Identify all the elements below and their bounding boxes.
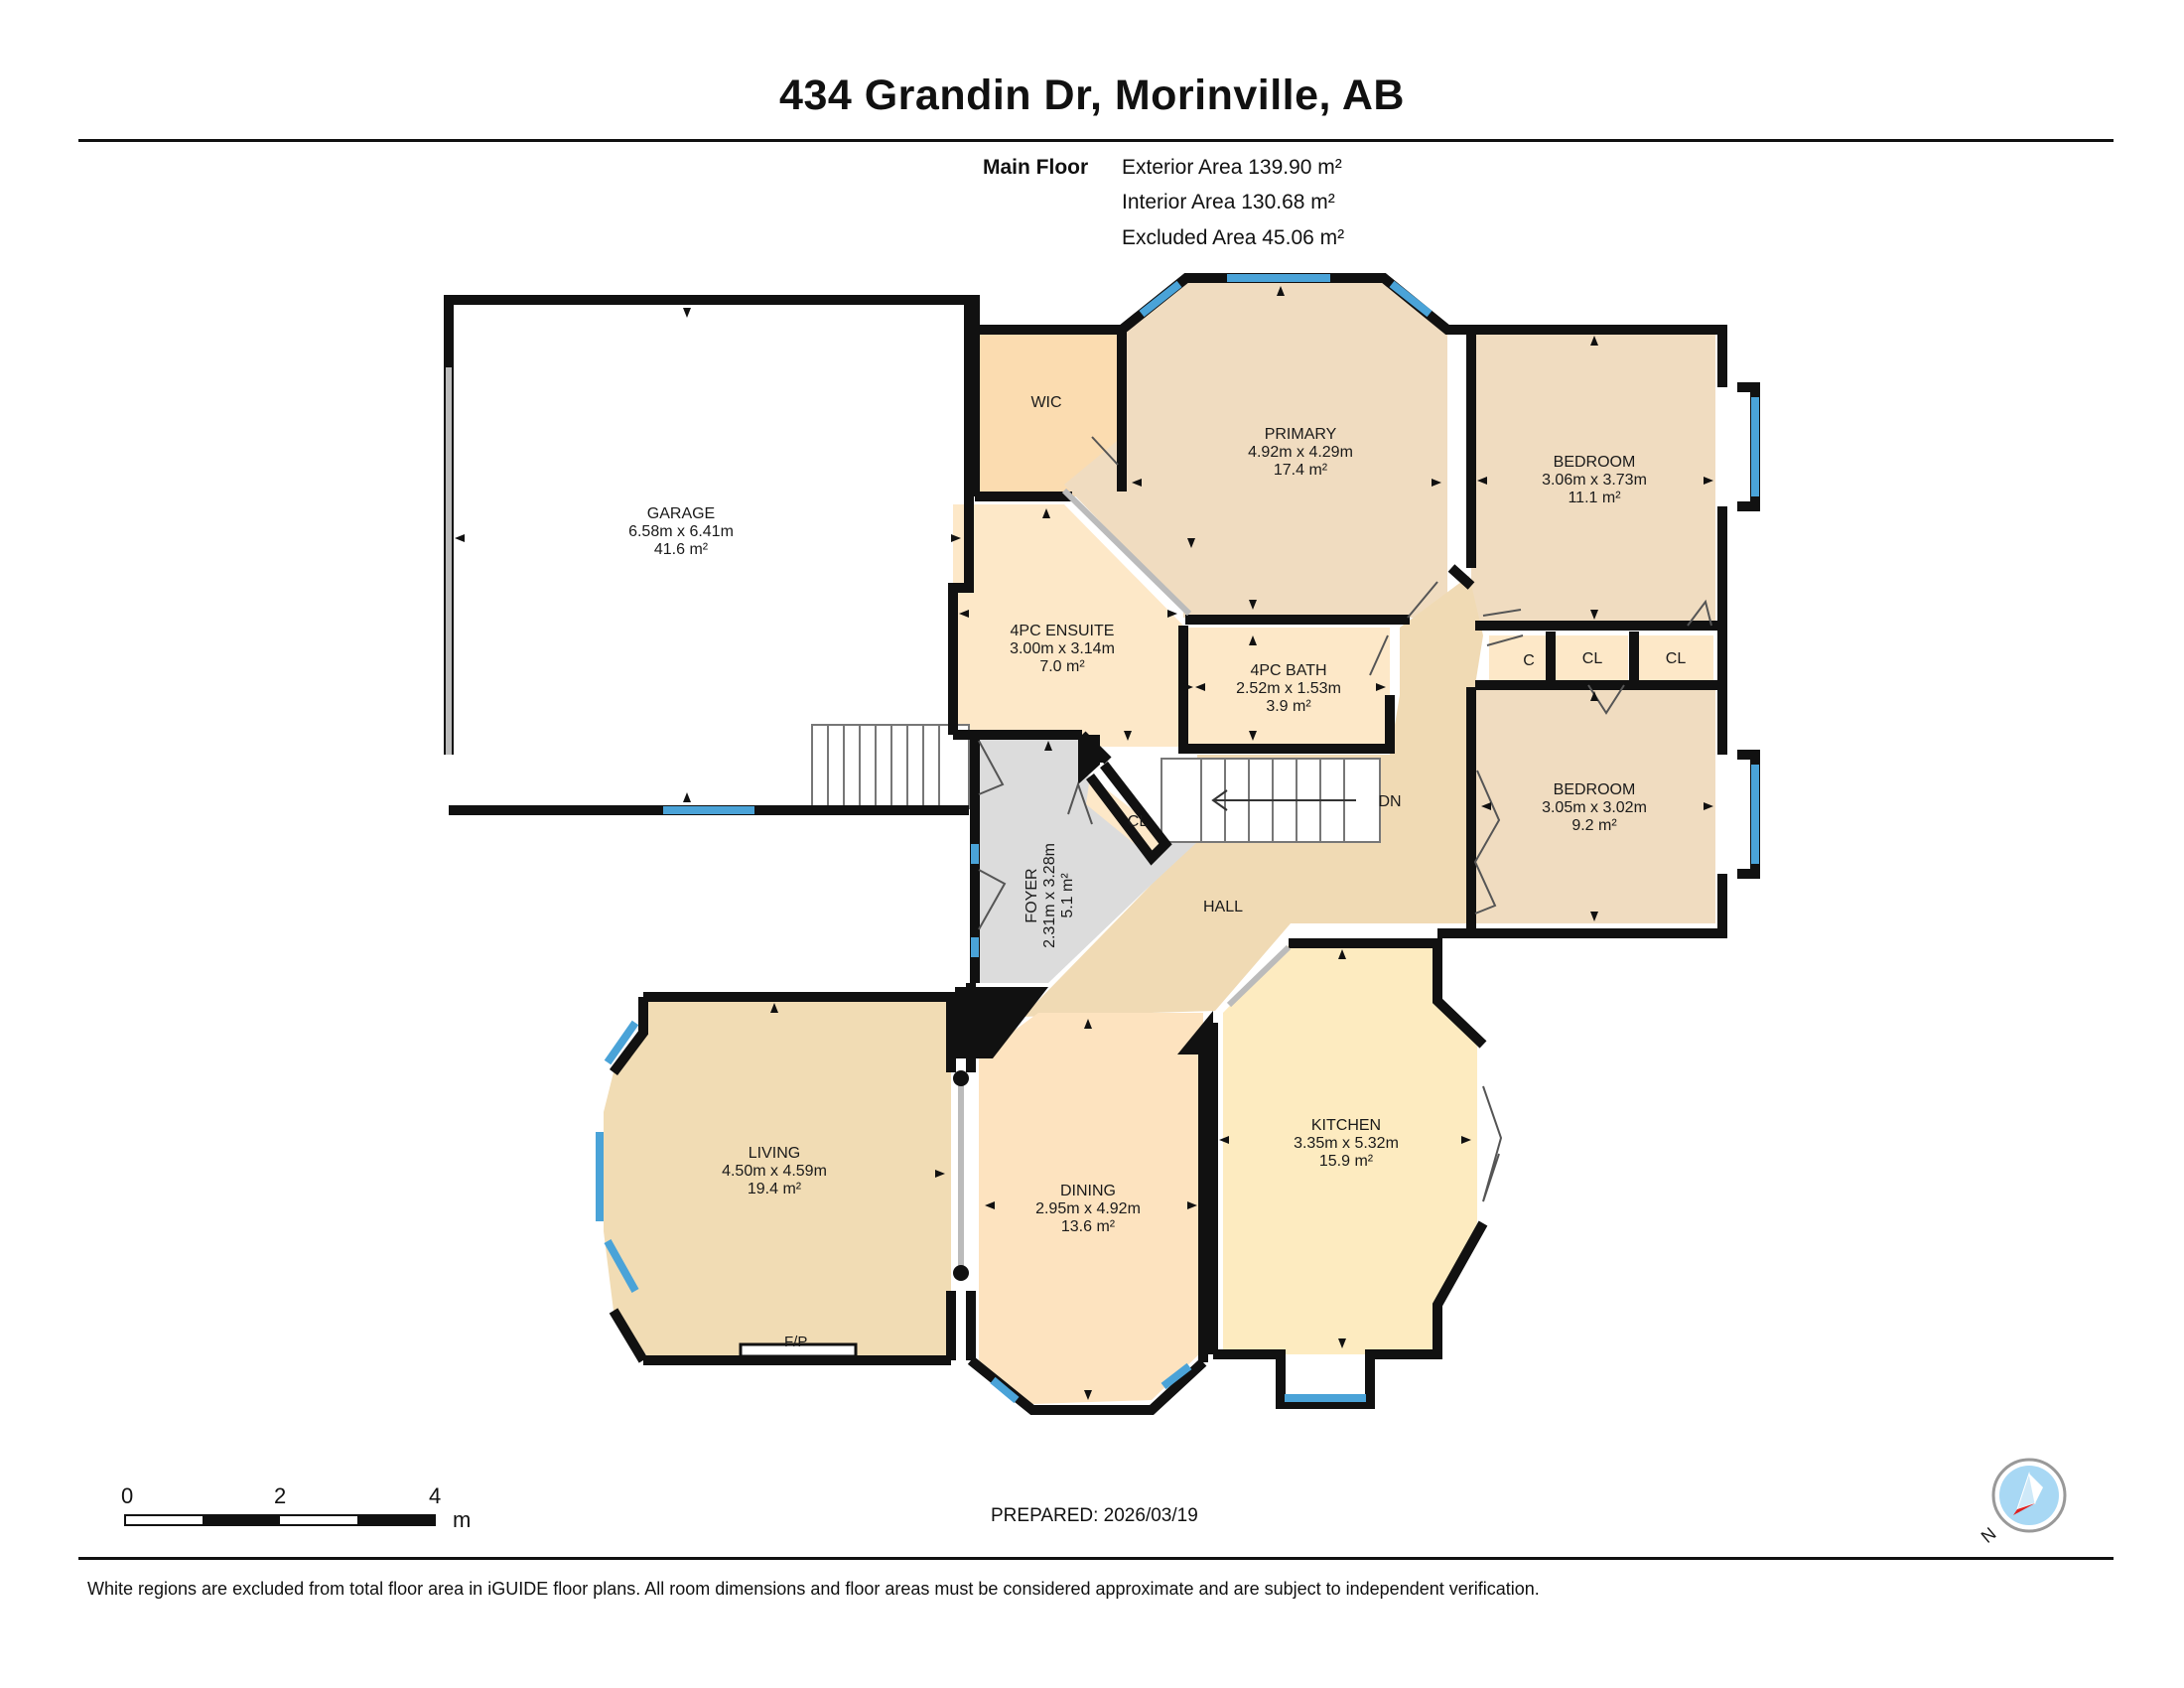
windows xyxy=(596,274,1759,1404)
ensuite-name: 4PC ENSUITE xyxy=(1011,623,1115,639)
dimension-markers xyxy=(455,286,1713,1400)
exterior-area: Exterior Area 139.90 m² xyxy=(1122,156,1342,179)
kitchen-area xyxy=(1223,943,1477,1354)
foyer-area: 5.1 m² xyxy=(1059,873,1076,918)
disclaimer: White regions are excluded from total fl… xyxy=(87,1579,1540,1599)
bedroom1-name: BEDROOM xyxy=(1554,454,1636,471)
prepared-date: PREPARED: 2026/03/19 xyxy=(991,1505,1198,1526)
ensuite-dims: 3.00m x 3.14m xyxy=(1010,640,1115,657)
title-rule xyxy=(78,139,2114,142)
bedroom1-dims: 3.06m x 3.73m xyxy=(1542,472,1647,489)
footer-rule xyxy=(78,1557,2114,1560)
wall-fill xyxy=(1177,1011,1213,1055)
interior-area: Interior Area 130.68 m² xyxy=(1122,191,1335,213)
scale-tick-2: 2 xyxy=(274,1483,287,1508)
wic-area xyxy=(975,330,1122,496)
stairs-label: DN xyxy=(1378,793,1401,810)
wall-fill xyxy=(1078,735,1100,784)
scale-unit: m xyxy=(453,1507,472,1532)
bath-name: 4PC BATH xyxy=(1250,662,1326,679)
column xyxy=(953,1070,969,1086)
half-walls xyxy=(446,367,1292,1273)
bedroom2-area xyxy=(1475,685,1715,923)
bath-area: 3.9 m² xyxy=(1266,698,1311,715)
wic-name: WIC xyxy=(1030,394,1061,411)
primary-name: PRIMARY xyxy=(1265,426,1337,443)
walls xyxy=(444,273,1760,1415)
primary-dims: 4.92m x 4.29m xyxy=(1248,444,1353,461)
foyer-name: FOYER xyxy=(1024,868,1040,922)
excluded-area: Excluded Area 45.06 m² xyxy=(1122,226,1345,249)
garage-area: 41.6 m² xyxy=(654,541,709,558)
fireplace xyxy=(739,1342,858,1358)
garage-dims: 6.58m x 6.41m xyxy=(628,523,734,540)
living-area xyxy=(604,997,951,1356)
closet-cl1-area xyxy=(1555,635,1628,681)
compass-icon xyxy=(1991,1458,2067,1533)
foyer-dims: 2.31m x 3.28m xyxy=(1041,843,1058,948)
fireplace-label: F/P xyxy=(784,1334,807,1350)
dining-dims: 2.95m x 4.92m xyxy=(1035,1200,1141,1217)
dining-area: 13.6 m² xyxy=(1061,1218,1116,1235)
scale-tick-4: 4 xyxy=(429,1483,442,1508)
bedroom2-dims: 3.05m x 3.02m xyxy=(1542,799,1647,816)
living-dims: 4.50m x 4.59m xyxy=(722,1163,827,1180)
scale-tick-0: 0 xyxy=(121,1483,134,1508)
primary-area xyxy=(1064,278,1447,618)
living-area: 19.4 m² xyxy=(748,1181,802,1197)
foyer-area xyxy=(975,735,1197,983)
column xyxy=(953,1265,969,1281)
dining-area xyxy=(979,1013,1203,1404)
kitchen-dims: 3.35m x 5.32m xyxy=(1294,1135,1399,1152)
doors xyxy=(978,436,1712,1202)
living-name: LIVING xyxy=(749,1145,800,1162)
compass-north-label: N xyxy=(1978,1523,2000,1547)
garage-name: GARAGE xyxy=(647,505,715,522)
ensuite-area xyxy=(953,504,1183,747)
bedroom2-area: 9.2 m² xyxy=(1571,817,1617,834)
kitchen-name: KITCHEN xyxy=(1311,1117,1381,1134)
dining-name: DINING xyxy=(1060,1183,1116,1199)
hall-name: HALL xyxy=(1203,899,1243,915)
closet-cl2-area xyxy=(1636,635,1713,681)
closet-cl1-name: CL xyxy=(1582,650,1603,667)
bath-dims: 2.52m x 1.53m xyxy=(1236,680,1341,697)
wall-fill xyxy=(955,987,1048,1058)
kitchen-area: 15.9 m² xyxy=(1319,1153,1374,1170)
primary-area: 17.4 m² xyxy=(1274,462,1328,479)
page-title: 434 Grandin Dr, Morinville, AB xyxy=(779,71,1405,119)
closet-cl2-name: CL xyxy=(1666,650,1687,667)
stairs xyxy=(811,724,1381,843)
scale-bar xyxy=(124,1514,436,1526)
closet-c-area xyxy=(1489,635,1549,681)
closet-c-name: C xyxy=(1523,652,1535,669)
floor-name: Main Floor xyxy=(983,156,1089,179)
bath-area xyxy=(1187,628,1390,747)
bedroom1-area xyxy=(1471,330,1715,626)
bedroom1-area: 11.1 m² xyxy=(1568,490,1621,506)
closet-cl3-name: CL xyxy=(1128,813,1149,830)
bedroom2-name: BEDROOM xyxy=(1554,781,1636,798)
ensuite-area: 7.0 m² xyxy=(1039,658,1085,675)
